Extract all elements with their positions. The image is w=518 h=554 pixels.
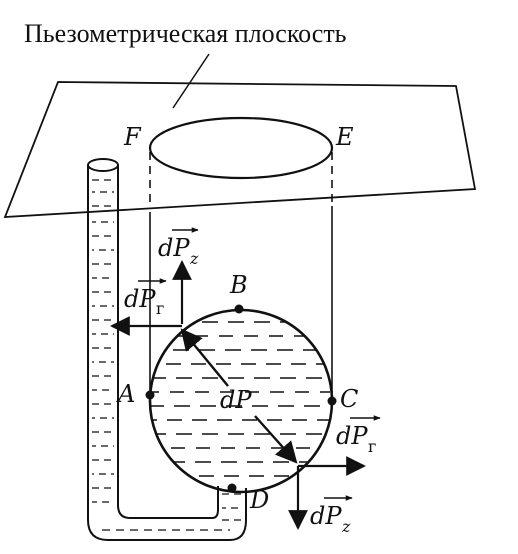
label-force-dpg-right-sub: г [368,437,376,456]
piezometer-tube-bend-inner [117,486,219,519]
label-force-dpz-right: dP z [310,495,353,536]
plane-ellipse [148,116,334,180]
label-point-f: F [123,123,142,151]
label-force-dpz-left: dP z [158,227,199,268]
label-point-a: A [116,380,135,408]
tube-liquid-hatching [92,179,242,531]
title-leader-line [172,53,210,109]
label-point-d: D [249,486,269,514]
label-force-dpg-right: dP г [336,415,381,456]
label-force-dpz-right-sub: z [341,517,351,536]
point-b-dot [234,304,244,314]
point-c-dot [327,396,337,406]
label-point-c: C [340,385,358,413]
label-force-dpg-left-main: dP [124,285,156,313]
label-force-dpg-left-sub: г [156,299,164,318]
label-point-e: E [335,123,354,151]
label-force-dpg-right-main: dP [336,422,368,450]
label-force-dpz-left-sub: z [189,249,199,268]
title-text: Пьезометрическая плоскость [24,19,347,48]
label-force-dp: dP [220,386,252,414]
label-force-dpz-right-main: dP [310,502,342,530]
piezometric-plane [3,81,477,218]
label-force-dpg-left: dP г [124,278,167,318]
point-d-dot [227,483,237,493]
label-point-b: B [229,271,248,299]
force-dp-lower-arrow [254,415,298,464]
piezometer-tube-bend-outer [87,488,247,541]
point-a-dot [145,390,155,400]
force-dp-upper-arrow [180,328,229,387]
label-force-dpz-left-main: dP [158,234,190,262]
piezometer-tube-top [87,158,119,172]
